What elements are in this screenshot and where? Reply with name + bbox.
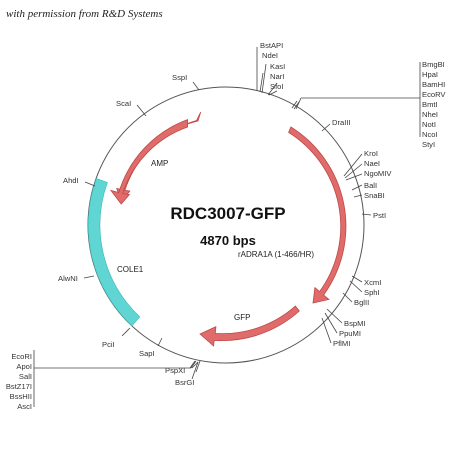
site-ngomiv: NgoMIV [364, 169, 392, 178]
site-hpai: HpaI [422, 70, 438, 79]
site-bspmi: BspMI [344, 319, 366, 328]
gfp-label: GFP [234, 313, 250, 322]
site-dralll: DraIII [332, 118, 351, 127]
site-ncoi: NcoI [422, 130, 438, 139]
site-bstz17i: BstZ17I [6, 382, 32, 391]
site-bamhi: BamHI [422, 80, 445, 89]
site-sphi: SphI [364, 288, 380, 297]
plasmid-name: RDC3007-GFP [170, 204, 285, 223]
cole1-feature [87, 178, 141, 327]
site-psti: PstI [373, 211, 386, 220]
site-bali: BalI [364, 181, 377, 190]
site-styi: StyI [422, 140, 435, 149]
site-ppumi: PpuMI [339, 329, 361, 338]
site-bmgbi: BmgBI [422, 60, 445, 69]
right-site-ticks [321, 123, 372, 344]
left-site-ticks [83, 104, 163, 347]
site-alwni: AlwNI [58, 274, 78, 283]
cole1-label: COLE1 [117, 265, 144, 274]
site-bsshii: BssHII [10, 392, 32, 401]
gfp-arrow [199, 305, 300, 347]
mcs-bracket [291, 62, 421, 137]
site-bglii: BglII [354, 298, 369, 307]
attribution-text: with permission from R&D Systems [6, 8, 163, 20]
site-ecorv: EcoRV [422, 90, 446, 99]
site-bstapi: BstAPI [260, 41, 283, 50]
site-sapi: SapI [139, 349, 155, 358]
site-kasi: KasI [270, 62, 285, 71]
site-noti: NotI [422, 120, 436, 129]
site-pcii: PciI [102, 340, 115, 349]
insert-arrow [288, 126, 347, 304]
plasmid-size: 4870 bps [200, 233, 256, 248]
site-pflmi: PflMI [333, 339, 350, 348]
top-site-ticks [192, 47, 278, 96]
bottom-site-ticks [189, 360, 201, 380]
site-pspxi: PspXI [165, 366, 185, 375]
site-scai: ScaI [116, 99, 131, 108]
site-sfoi: SfoI [270, 82, 284, 91]
amp-arrow-body [109, 119, 188, 205]
site-nari: NarI [270, 72, 284, 81]
site-naei: NaeI [364, 159, 380, 168]
site-bsrgi: BsrGI [175, 378, 194, 387]
site-ecori: EcoRI [11, 352, 32, 361]
amp-arrow [116, 111, 202, 203]
insert-label: rADRA1A (1-466/HR) [238, 250, 314, 259]
site-sspi: SspI [172, 73, 187, 82]
site-xcmi: XcmI [364, 278, 381, 287]
site-nhei: NheI [422, 110, 438, 119]
site-apoi: ApoI [16, 362, 32, 371]
site-kroi: KroI [364, 149, 378, 158]
site-bmti: BmtI [422, 100, 438, 109]
site-sali: SalI [19, 372, 32, 381]
amp-label: AMP [151, 159, 168, 168]
site-snabi: SnaBI [364, 191, 385, 200]
site-asci: AscI [17, 402, 32, 411]
bottom-left-bracket [33, 350, 199, 407]
site-ndei: NdeI [262, 51, 278, 60]
site-ahdi: AhdI [63, 176, 79, 185]
